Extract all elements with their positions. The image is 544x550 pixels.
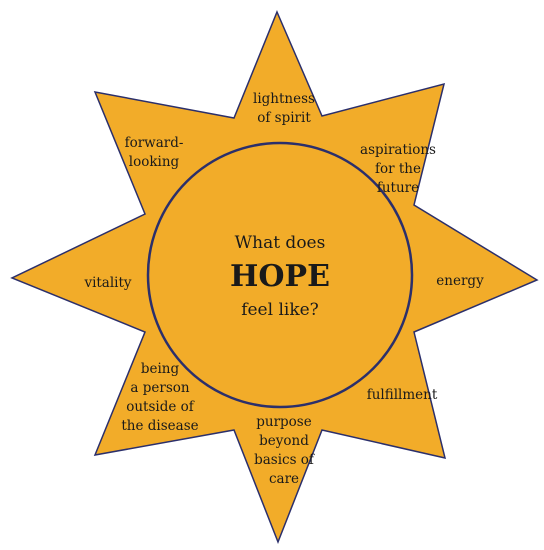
ray-bottom-line: beyond [259, 433, 309, 449]
ray-bottom-line: purpose [256, 414, 311, 430]
ray-bottom-left-line: a person [130, 380, 189, 396]
ray-bottom-left-label: being a person outside of the disease [121, 361, 198, 434]
ray-bottom-line: care [269, 471, 299, 487]
center-circle [146, 141, 414, 409]
ray-bottom-line: basics of [254, 452, 315, 468]
center-line-3: feel like? [241, 300, 319, 320]
ray-bottom-left-line: the disease [121, 418, 198, 434]
ray-top-right-line: aspirations [360, 142, 436, 158]
ray-top-right-label: aspirations for the future [360, 142, 436, 196]
center-line-1: What does [235, 233, 326, 253]
ray-bottom-label: purpose beyond basics of care [254, 414, 315, 487]
center-hope-word: HOPE [230, 259, 330, 294]
ray-top-left-line: looking [129, 154, 180, 170]
ray-right-label: energy [436, 273, 484, 289]
ray-left-label: vitality [83, 275, 131, 291]
ray-bottom-right-label: fulfillment [367, 387, 438, 403]
ray-top-left-label: forward- looking [125, 135, 184, 170]
ray-top-label: lightness of spirit [253, 91, 315, 126]
ray-top-line: of spirit [257, 110, 311, 126]
ray-top-line: lightness [253, 91, 315, 107]
ray-left-line: vitality [83, 275, 131, 291]
ray-right-line: energy [436, 273, 484, 289]
ray-bottom-left-line: being [141, 361, 180, 377]
ray-bottom-left-line: outside of [126, 399, 195, 415]
ray-top-left-line: forward- [125, 135, 184, 151]
ray-bottom-right-line: fulfillment [367, 387, 438, 403]
ray-top-right-line: future [377, 180, 419, 196]
ray-top-right-line: for the [375, 161, 421, 177]
